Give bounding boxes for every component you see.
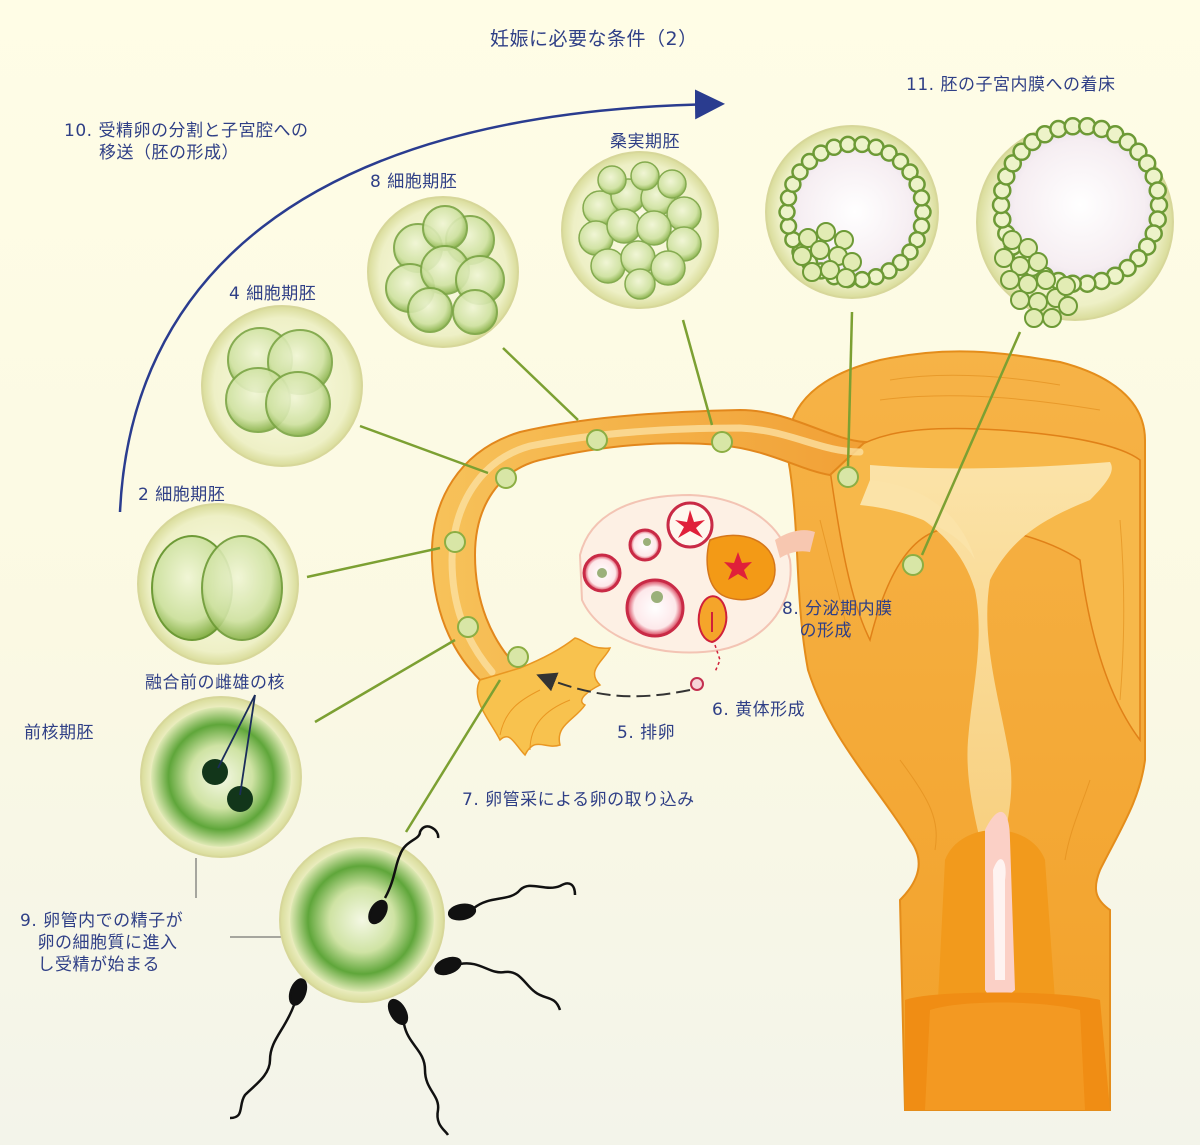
trophoblast-cell <box>791 163 809 181</box>
pronuclear-label: 前核期胚 <box>24 723 94 743</box>
trophoblast-cell <box>839 135 857 154</box>
trophoblast-cell <box>867 267 885 286</box>
trophoblast-cell <box>1148 181 1167 200</box>
four-cell-label: 4 細胞期胚 <box>229 284 317 304</box>
step-5-label: 5. 排卵 <box>617 723 676 743</box>
eight-cell-label: 8 細胞期胚 <box>370 172 458 192</box>
two-cell-embryo <box>137 503 299 665</box>
trophoblast-cell <box>778 203 796 221</box>
eight-cell-embryo <box>367 196 519 348</box>
step-7-label: 7. 卵管采による卵の取り込み <box>462 790 695 810</box>
morula-label: 桑実期胚 <box>610 132 680 152</box>
step-10-label: 10. 受精卵の分割と子宮腔への 移送（胚の形成） <box>64 121 309 163</box>
sperm-cells <box>229 825 577 1136</box>
four-cell-embryo <box>201 305 363 467</box>
trophoblast-cell <box>853 135 871 154</box>
blastocyst-early <box>765 125 939 299</box>
fallopian-tube <box>430 408 868 757</box>
step-6-label: 6. 黄体形成 <box>712 700 806 720</box>
trophoblast-cell <box>901 243 919 261</box>
pronuclear-embryo <box>140 694 302 858</box>
pronuclei-label: 融合前の雌雄の核 <box>145 673 285 693</box>
trophoblast-cell <box>891 253 910 272</box>
ovary <box>578 493 815 673</box>
leader-lines <box>195 311 1022 938</box>
page-title: 妊娠に必要な条件（2） <box>490 28 698 50</box>
blastocyst-hatching <box>976 117 1174 328</box>
trophoblast-cell <box>914 203 932 221</box>
trophoblast-cell <box>912 189 931 207</box>
step-8-label: 8. 分泌期内膜 の形成 <box>782 599 893 641</box>
step-11-label: 11. 胚の子宮内膜への着床 <box>906 75 1116 95</box>
trophoblast-cell <box>891 152 910 171</box>
trophoblast-cell <box>779 217 798 235</box>
fertilizing-egg <box>279 837 445 1003</box>
tube-embryos <box>444 429 924 668</box>
transport-arrow <box>118 89 725 513</box>
trophoblast-cell <box>800 152 819 171</box>
trophoblast-cell <box>853 270 871 289</box>
step-9-label: 9. 卵管内での精子が 卵の細胞質に進入 し受精が始まる <box>20 911 184 975</box>
two-cell-label: 2 細胞期胚 <box>138 485 226 505</box>
trophoblast-cell <box>880 144 898 162</box>
trophoblast-cell <box>825 138 843 157</box>
ovulation-path <box>536 672 704 698</box>
uterus <box>786 350 1146 1111</box>
morula-embryo <box>561 151 719 309</box>
